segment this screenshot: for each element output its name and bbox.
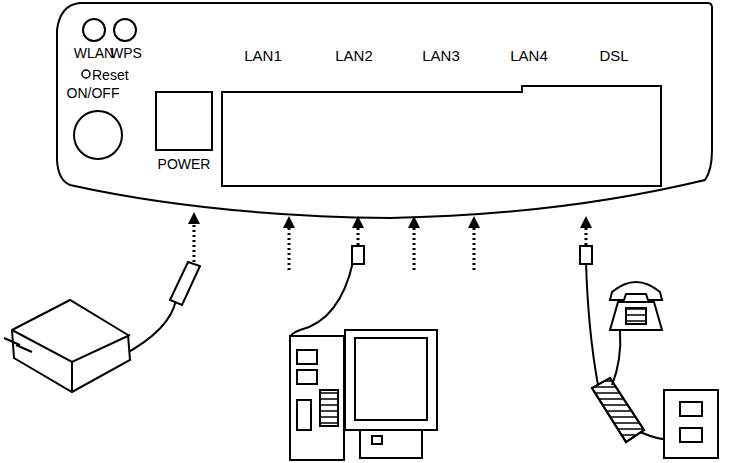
- button-label: ON/OFF: [67, 86, 120, 100]
- wlan-led: [83, 19, 105, 41]
- wps-led: [114, 19, 136, 41]
- led-label: WPS: [110, 46, 142, 60]
- power-switch: [74, 111, 122, 159]
- port-label: LAN4: [510, 48, 548, 63]
- led-label: WLAN: [74, 46, 114, 60]
- connection-arrows: [194, 218, 586, 270]
- port-label: LAN3: [422, 48, 460, 63]
- router-body: [57, 3, 712, 218]
- computer: [290, 246, 437, 460]
- dsl-line-equipment: [580, 246, 718, 458]
- port-label: LAN2: [335, 48, 373, 63]
- port-label: DSL: [599, 48, 628, 63]
- button-label: Reset: [92, 68, 129, 82]
- reset-hole: [82, 70, 90, 78]
- power-jack: [156, 92, 212, 150]
- port-block: [222, 86, 661, 186]
- power-adapter: [4, 262, 200, 392]
- port-label: LAN1: [244, 48, 282, 63]
- port-label: POWER: [158, 157, 211, 171]
